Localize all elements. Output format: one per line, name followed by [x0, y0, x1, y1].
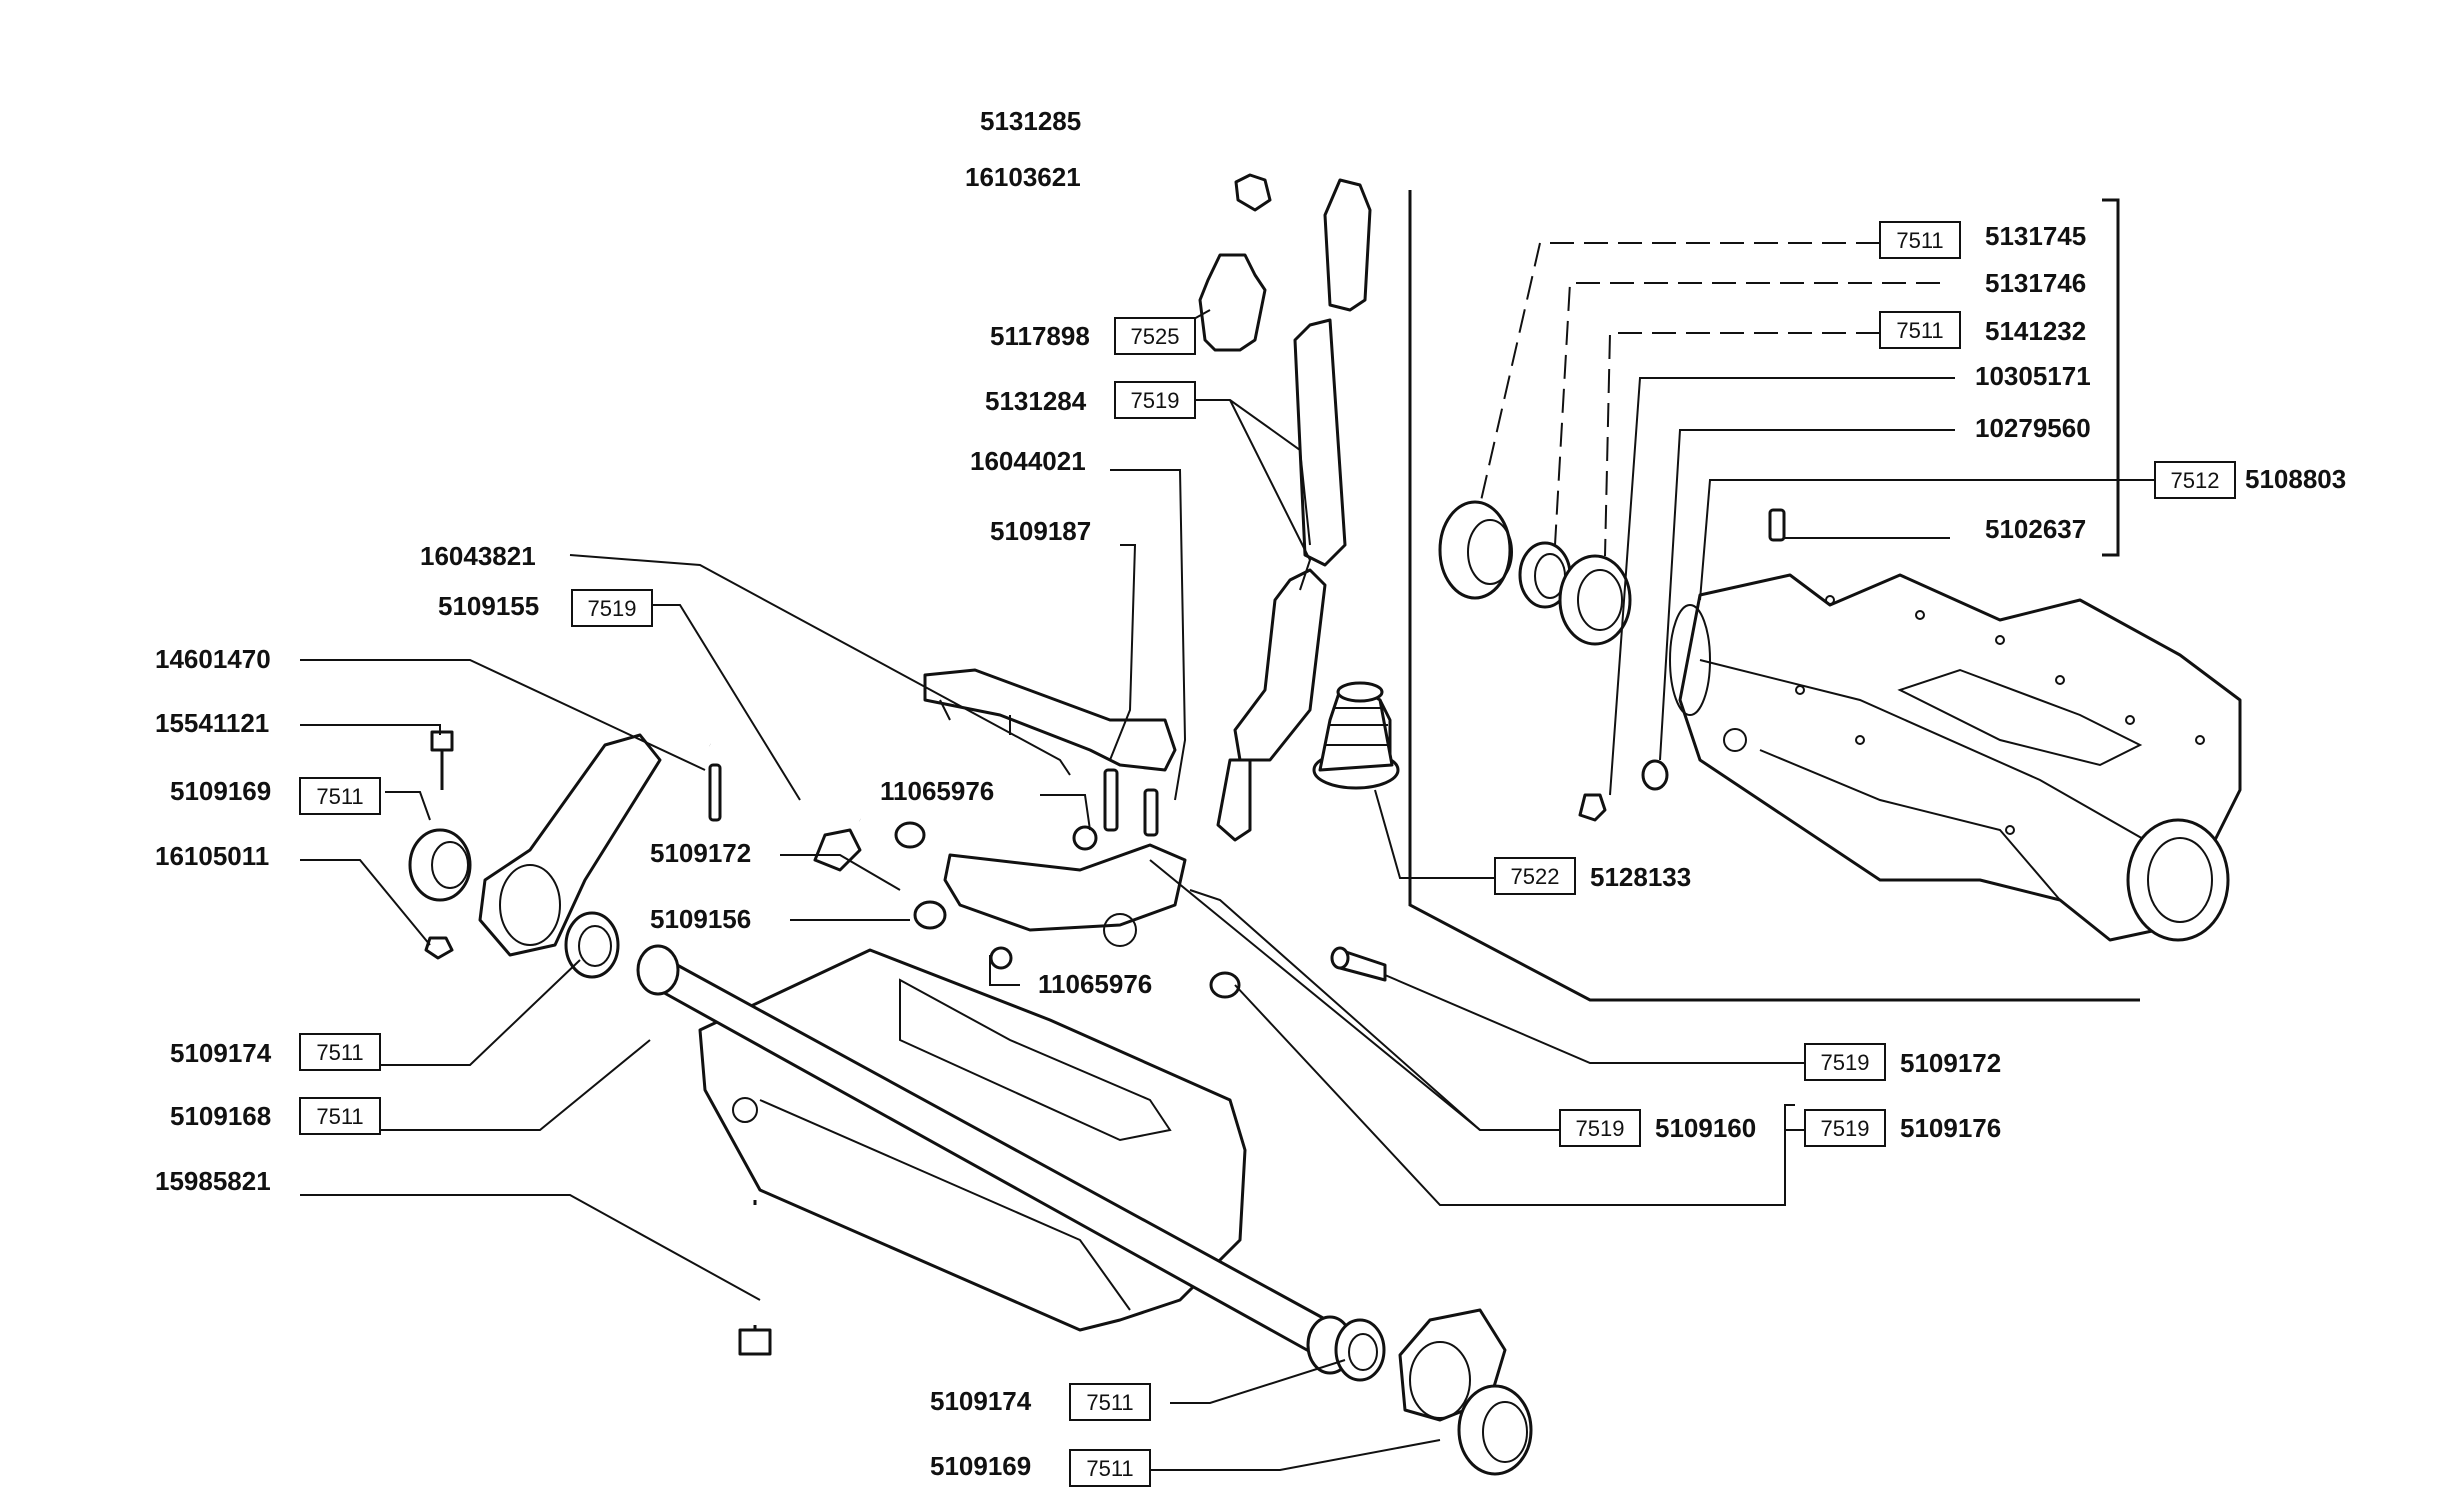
part-15985821: 15985821 [155, 1166, 271, 1196]
ref-boxes [299, 221, 2236, 1487]
ref-7511-right-b: 7511 [1896, 318, 1943, 343]
part-16044021: 16044021 [970, 446, 1086, 476]
part-16043821: 16043821 [420, 541, 536, 571]
ref-7511-left-mid: 7511 [316, 1040, 363, 1065]
part-5109174-left: 5109174 [170, 1038, 272, 1068]
part-5109156: 5109156 [650, 904, 751, 934]
part-5128133: 5128133 [1590, 862, 1691, 892]
part-5117898: 5117898 [990, 321, 1090, 351]
leader-lines [300, 242, 2155, 1471]
ref-7519-bottom-b: 7519 [1821, 1116, 1870, 1141]
part-5109172-right: 5109172 [1900, 1048, 2001, 1078]
part-14601470: 14601470 [155, 644, 271, 674]
ref-7519-top: 7519 [1131, 388, 1180, 413]
ref-7511-bottom-b: 7511 [1086, 1456, 1133, 1481]
ref-7512: 7512 [2171, 468, 2220, 493]
part-5102637: 5102637 [1985, 514, 2086, 544]
part-15541121: 15541121 [155, 708, 269, 738]
part-5141232: 5141232 [1985, 316, 2086, 346]
part-11065976-top: 11065976 [880, 776, 994, 806]
part-10279560: 10279560 [1975, 413, 2091, 443]
part-5131746: 5131746 [1985, 268, 2086, 298]
right-lift-housing [1669, 573, 2242, 942]
ref-7522: 7522 [1511, 864, 1560, 889]
right-small-fasteners [1330, 759, 1669, 982]
lift-rod-assembly [1198, 173, 1372, 842]
part-5109155: 5109155 [438, 591, 539, 621]
ref-7511-left-low: 7511 [316, 1104, 363, 1129]
ref-codes: 7525 7519 7519 7511 7511 7511 7511 7511 … [316, 228, 2219, 1481]
left-arm-link [408, 733, 662, 979]
part-11065976-bottom: 11065976 [1038, 969, 1152, 999]
part-5109169-left: 5109169 [170, 776, 271, 806]
ref-7511-left-top: 7511 [316, 784, 363, 809]
ref-7525: 7525 [1131, 324, 1180, 349]
part-5131284: 5131284 [985, 386, 1087, 416]
part-5109168: 5109168 [170, 1101, 271, 1131]
right-assembly-frame [1408, 190, 2140, 1002]
right-bearing-seal-stack [1438, 500, 1786, 646]
long-bolt [738, 1200, 772, 1356]
ref-7511-bottom-a: 7511 [1086, 1390, 1133, 1415]
part-5131285: 5131285 [980, 106, 1081, 136]
part-16103621: 16103621 [965, 162, 1081, 192]
ref-7519-right: 7519 [1821, 1050, 1870, 1075]
ref-7519-left: 7519 [588, 596, 637, 621]
ref-7519-bottom-a: 7519 [1576, 1116, 1625, 1141]
lower-right-link [1334, 1308, 1533, 1476]
rubber-boot [1312, 681, 1400, 790]
part-5109172-left: 5109172 [650, 838, 751, 868]
part-16105011: 16105011 [155, 841, 269, 871]
lever-arm [813, 821, 1241, 999]
part-5109160: 5109160 [1655, 1113, 1756, 1143]
ref-7511-right-a: 7511 [1896, 228, 1943, 253]
left-bolts [430, 730, 1159, 837]
part-10305171: 10305171 [1975, 361, 2091, 391]
part-5109187: 5109187 [990, 516, 1091, 546]
part-5131745: 5131745 [1985, 221, 2086, 251]
yoke-bracket [923, 668, 1177, 772]
part-5108803: 5108803 [2245, 464, 2346, 494]
part-numbers: 5131285 16103621 5117898 5131284 1604402… [155, 106, 2346, 1481]
part-5109174-bottom: 5109174 [930, 1386, 1032, 1416]
part-5109169-bottom: 5109169 [930, 1451, 1031, 1481]
part-5109176: 5109176 [1900, 1113, 2001, 1143]
